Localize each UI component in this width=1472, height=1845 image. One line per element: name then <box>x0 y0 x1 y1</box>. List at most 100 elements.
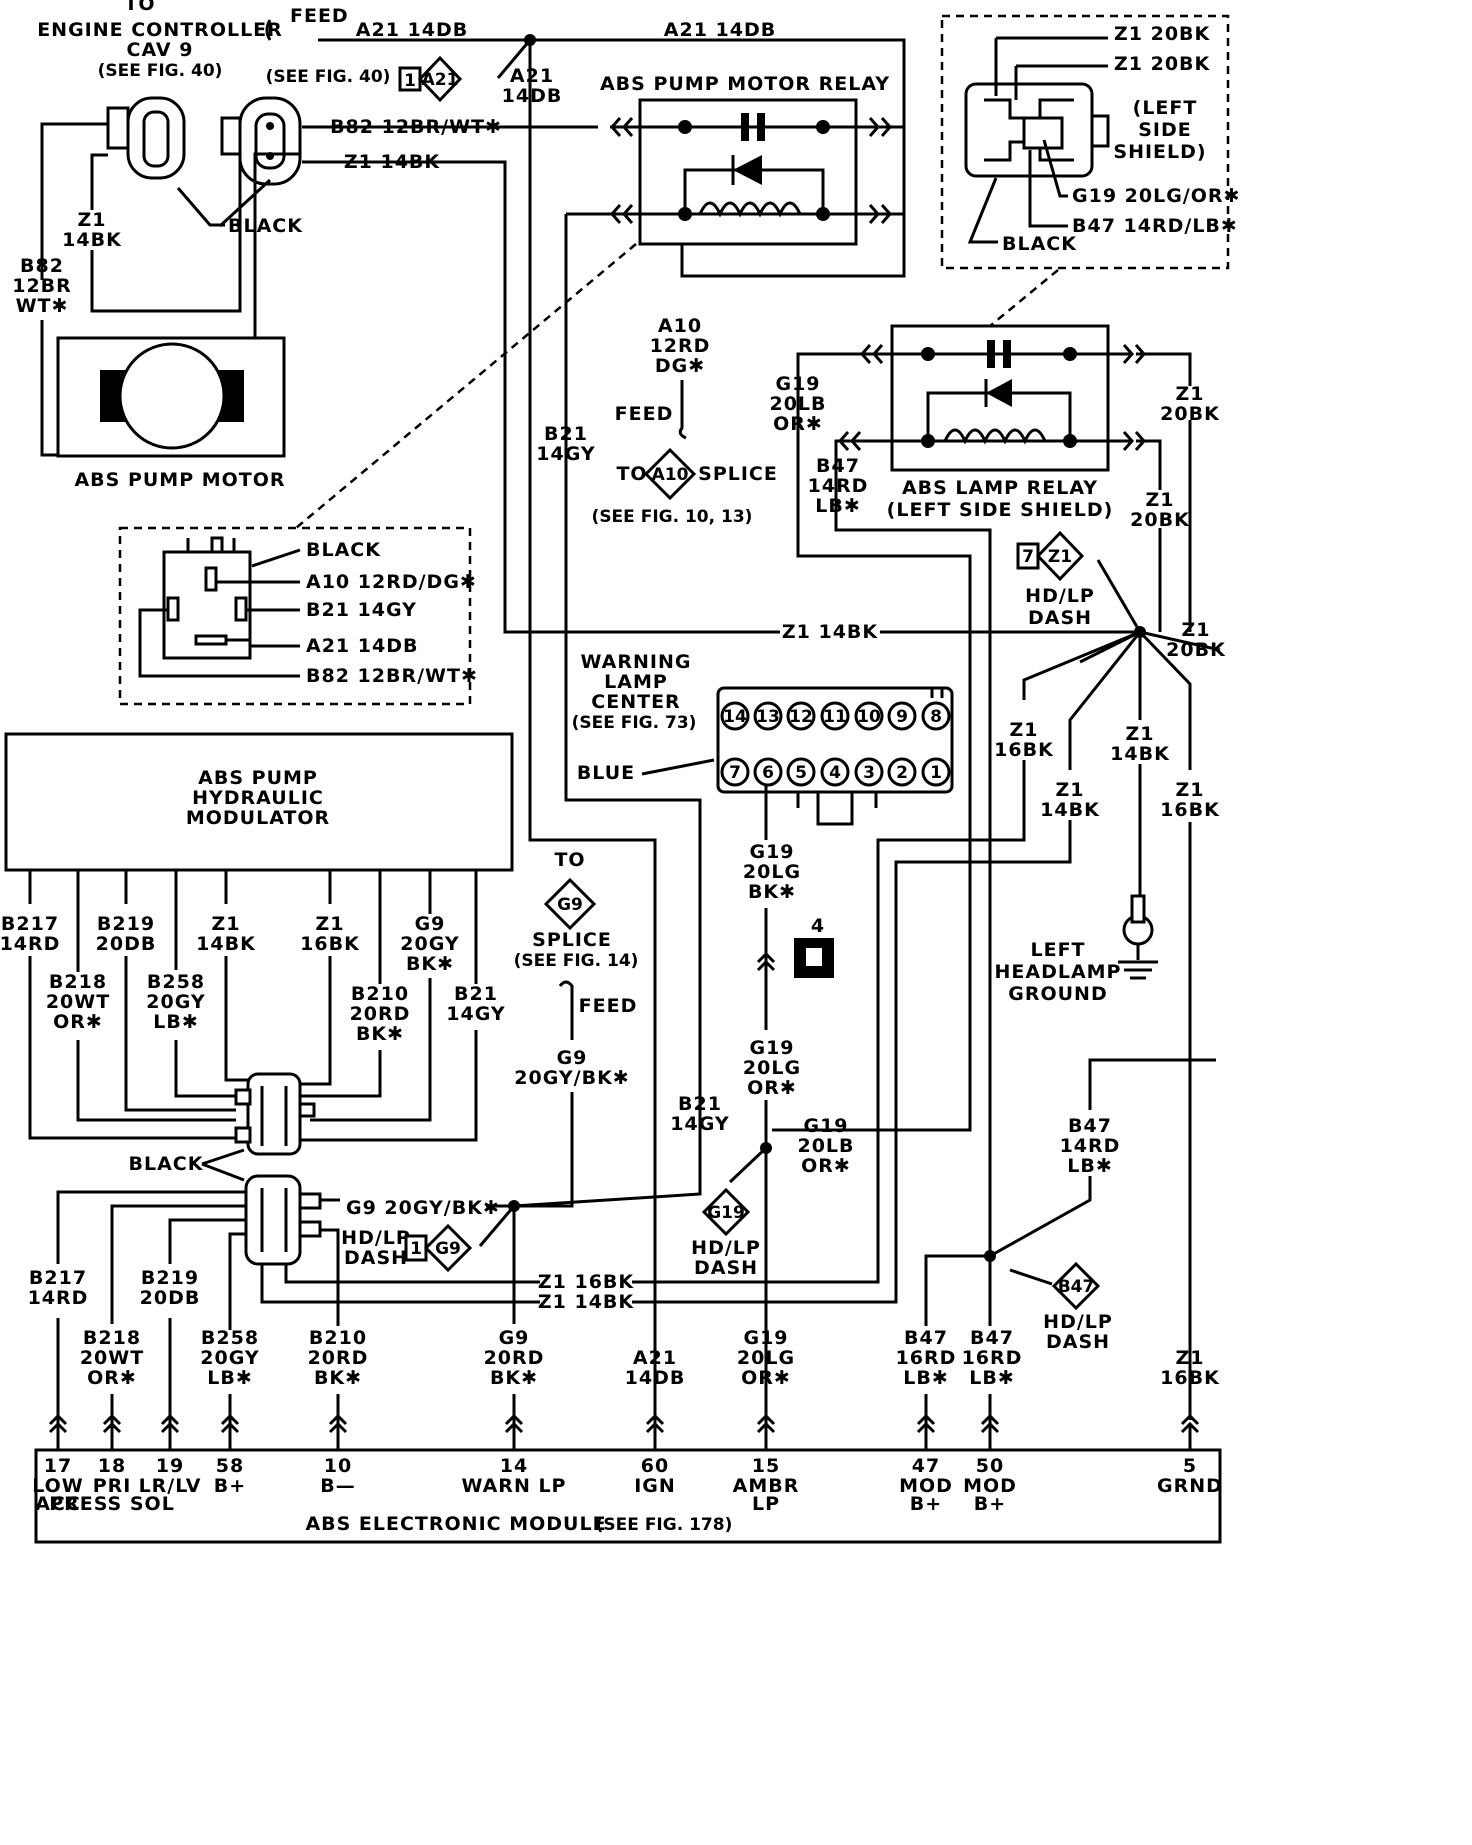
lamp-pin <box>887 757 917 787</box>
module-pin-number: 47 <box>912 1455 940 1477</box>
z1-tag-id: Z1 <box>1048 547 1072 567</box>
g9s-to: TO <box>554 849 585 871</box>
lc-hdlp: HD/LP <box>341 1227 411 1249</box>
g9-feed-wire <box>520 980 574 1208</box>
lamp-pin-label: 2 <box>896 763 908 783</box>
b47r-l3: LB✱ <box>1067 1155 1113 1177</box>
lamp-pin-label: 5 <box>795 763 807 783</box>
lw-b47a-2: 16RD <box>896 1347 957 1369</box>
wl-l1: WARNING <box>581 651 692 673</box>
g19b-1: G19 <box>749 1037 794 1059</box>
mw-b258-2: 20GY <box>146 991 205 1013</box>
lw-b210-2: 20RD <box>308 1347 369 1369</box>
pump-motor-connectors <box>40 96 302 457</box>
lamp-pin <box>854 757 884 787</box>
lw-a21-1: A21 <box>633 1347 677 1369</box>
mw-z1a-1: Z1 <box>212 913 241 935</box>
wl-blue: BLUE <box>577 762 635 784</box>
lw-z1-1: Z1 <box>1176 1347 1205 1369</box>
gs-z1-14a-2: 14BK <box>1040 799 1100 821</box>
inset-side2: SIDE <box>1138 119 1192 141</box>
gs-hdlp: HD/LP <box>1025 585 1095 607</box>
a10-tag-id: A10 <box>652 465 689 485</box>
gs-z1-14b-1: Z1 <box>1126 723 1155 745</box>
lw-b258-3: LB✱ <box>207 1367 253 1389</box>
b47r-dash: DASH <box>1046 1331 1110 1353</box>
z1-tag-num: 7 <box>1022 547 1034 567</box>
a10-see: (SEE FIG. 10, 13) <box>592 507 753 527</box>
ec-to: TO <box>124 0 155 15</box>
g9s-w2: 20GY/BK✱ <box>514 1067 629 1089</box>
lamp-pin <box>820 701 850 731</box>
module-pin-function: MOD <box>899 1475 953 1497</box>
module-pin-terminal <box>504 1413 524 1434</box>
lamp-pin-label: 9 <box>896 707 908 727</box>
module-pin-terminal <box>328 1413 348 1434</box>
b47r-hdlp: HD/LP <box>1043 1311 1113 1333</box>
a10-l2: 12RD <box>650 335 711 357</box>
gs-z1-16-1: Z1 <box>1010 719 1039 741</box>
gs-z1-20-1: Z1 <box>1182 619 1211 641</box>
mw-b210-3: BK✱ <box>356 1023 404 1045</box>
g19a-2: 20LG <box>743 861 801 883</box>
mod-l3: MODULATOR <box>186 807 330 829</box>
module-see: (SEE FIG. 178) <box>596 1515 733 1535</box>
gs-z1-16-2: 16BK <box>994 739 1054 761</box>
a21-left-label: A21 14DB <box>356 19 468 41</box>
lamp-pin-label: 12 <box>789 707 813 727</box>
lc-z1-16: Z1 16BK <box>538 1271 635 1293</box>
mw-b258-1: B258 <box>147 971 205 993</box>
lamp-pin <box>921 757 951 787</box>
lw-b210-1: B210 <box>309 1327 367 1349</box>
abs-pump-hydraulic-modulator <box>4 732 514 872</box>
lamp-pin <box>786 757 816 787</box>
lr-g19-3: OR✱ <box>773 413 823 435</box>
a21-splice-tag <box>398 55 463 103</box>
module-pin-number: 18 <box>98 1455 126 1477</box>
mw-b217-1: B217 <box>1 913 59 935</box>
lamp-pin-label: 10 <box>857 707 881 727</box>
lamp-pin-label: 6 <box>762 763 774 783</box>
gs-z1-16r-1: Z1 <box>1176 779 1205 801</box>
module-pin-function: MOD <box>963 1475 1017 1497</box>
lr-g19-2: 20LB <box>769 393 826 415</box>
module-pin-terminal <box>916 1413 936 1434</box>
module-pin-terminal <box>1180 1413 1200 1434</box>
lw-g19-3: OR✱ <box>741 1367 791 1389</box>
pm-b82-1: B82 <box>20 255 64 277</box>
ri-black: BLACK <box>306 539 381 561</box>
module-pin-function: WARN LP <box>462 1475 567 1497</box>
lr-b47-1: B47 <box>816 455 860 477</box>
lamp-pin-label: 8 <box>930 707 942 727</box>
lamp-pin-label: 11 <box>823 707 847 727</box>
ec-see: (SEE FIG. 40) <box>98 61 223 81</box>
lr-z1m-1: Z1 <box>1146 489 1175 511</box>
mw-b217-2: 14RD <box>0 933 60 955</box>
lamp-relay-sub: (LEFT SIDE SHIELD) <box>887 499 1114 521</box>
mw-b218-1: B218 <box>49 971 107 993</box>
module-pin-function-2: B+ <box>910 1493 942 1515</box>
b47-splice-tag <box>1051 1261 1101 1311</box>
mw-z1b-1: Z1 <box>316 913 345 935</box>
lower-connector <box>56 1145 702 1424</box>
gs-dash: DASH <box>1028 607 1092 629</box>
module-pin-number: 17 <box>44 1455 72 1477</box>
mw-g9-3: BK✱ <box>406 953 454 975</box>
lamp-pin <box>720 701 750 731</box>
module-pin-terminal <box>756 1413 776 1434</box>
lamp-pin-label: 4 <box>829 763 841 783</box>
b21-mid-l2: 14GY <box>536 443 595 465</box>
a21-vert-1: A21 <box>510 65 554 87</box>
lw-b217-2: 14RD <box>28 1287 89 1309</box>
g9s-tag-id: G9 <box>557 895 583 915</box>
mw-z1b-2: 16BK <box>300 933 360 955</box>
module-pin-function: PRI <box>93 1475 132 1497</box>
b47-splice <box>924 1058 1216 1424</box>
lr-z1r-2: 20BK <box>1160 403 1220 425</box>
inset-z1a: Z1 20BK <box>1114 23 1211 45</box>
lamp-pin <box>753 701 783 731</box>
inset-z1b: Z1 20BK <box>1114 53 1211 75</box>
wl-l3: CENTER <box>591 691 680 713</box>
mw-g9-1: G9 <box>415 913 446 935</box>
